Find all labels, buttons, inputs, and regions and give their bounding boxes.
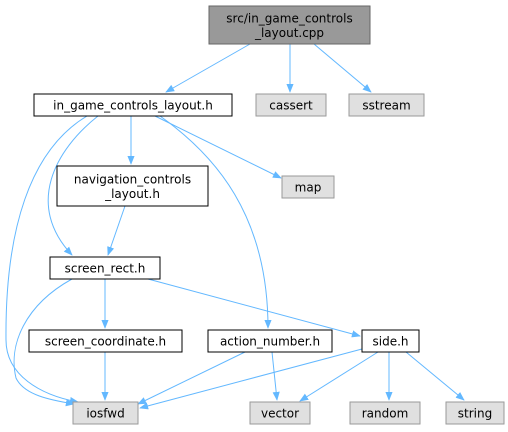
node-box (348, 93, 425, 117)
edge-igcl-map (154, 115, 282, 179)
node-label: iosfwd (86, 407, 124, 421)
edge-root-igcl (165, 43, 251, 93)
node-box (49, 256, 161, 280)
node-sstream: sstream (348, 93, 425, 117)
node-label: side.h (372, 335, 408, 349)
edges-layer (5, 43, 465, 410)
node-cassert: cassert (255, 93, 327, 117)
edge-root-sstream (313, 43, 372, 93)
node-box (56, 165, 209, 207)
edge-igcl-sr (47, 115, 99, 256)
edge-sr-iosfwd (13, 278, 75, 407)
node-label: map (295, 181, 322, 195)
node-map: map (281, 175, 335, 199)
node-label: screen_rect.h (65, 262, 146, 276)
node-label: action_number.h (220, 335, 320, 349)
node-label: vector (261, 407, 299, 421)
edge-side-iosfwd (139, 348, 363, 410)
node-label: src/in_game_controls (226, 11, 352, 25)
node-side[interactable]: side.h (361, 329, 420, 353)
node-label: _layout.cpp (254, 26, 324, 40)
node-box (361, 329, 420, 353)
nodes-layer: src/in_game_controls_layout.cpp in_game_c… (28, 5, 505, 425)
node-iosfwd: iosfwd (72, 401, 139, 425)
edge-ncl-sr (107, 205, 126, 256)
edge-sr-side (147, 278, 361, 338)
node-label: sstream (362, 99, 410, 113)
edge-side-vector (299, 351, 379, 402)
edge-igcl-iosfwd (5, 115, 88, 405)
node-igcl[interactable]: in_game_controls_layout.h (33, 93, 233, 117)
node-box (207, 329, 333, 353)
node-an[interactable]: action_number.h (207, 329, 333, 353)
node-vector: vector (249, 401, 311, 425)
node-label: cassert (269, 99, 313, 113)
node-box (349, 401, 421, 425)
edge-side-string (405, 351, 465, 401)
node-box (208, 5, 371, 45)
node-box (72, 401, 139, 425)
node-label: screen_coordinate.h (45, 335, 166, 349)
node-sc[interactable]: screen_coordinate.h (28, 329, 183, 353)
node-box (249, 401, 311, 425)
node-box (445, 401, 505, 425)
node-box (33, 93, 233, 117)
node-label: in_game_controls_layout.h (53, 99, 213, 113)
edge-an-vector (271, 351, 280, 401)
node-box (281, 175, 335, 199)
node-label: navigation_controls (74, 172, 191, 186)
node-label: random (362, 407, 409, 421)
node-label: string (458, 407, 492, 421)
node-label: _layout.h (104, 187, 160, 201)
node-string: string (445, 401, 505, 425)
node-ncl[interactable]: navigation_controls_layout.h (56, 165, 209, 207)
node-random: random (349, 401, 421, 425)
node-box (28, 329, 183, 353)
node-sr[interactable]: screen_rect.h (49, 256, 161, 280)
node-box (255, 93, 327, 117)
node-root[interactable]: src/in_game_controls_layout.cpp (208, 5, 371, 45)
edge-igcl-an (159, 115, 272, 329)
edge-an-iosfwd (137, 351, 246, 405)
